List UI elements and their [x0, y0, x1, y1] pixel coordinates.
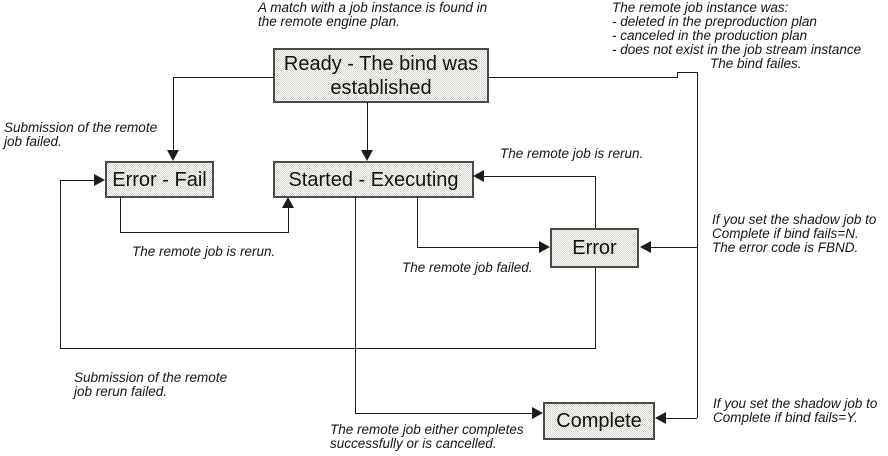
annotation-match-found: A match with a job instance is found in … — [258, 0, 488, 29]
line-segment — [595, 176, 596, 228]
line-segment — [651, 247, 697, 248]
line-segment — [288, 208, 289, 232]
line-segment — [60, 180, 61, 348]
line-segment — [60, 180, 94, 181]
annotation-job-completes: The remote job either completes successf… — [330, 422, 524, 451]
line-segment — [120, 232, 289, 233]
node-complete: Complete — [543, 402, 655, 440]
line-segment — [355, 197, 356, 413]
arrowhead-right-icon — [539, 241, 550, 253]
node-started-executing: Started - Executing — [273, 161, 474, 198]
line-segment — [60, 348, 596, 349]
arrowhead-right-icon — [532, 407, 543, 419]
line-segment — [120, 197, 121, 232]
node-ready: Ready - The bind was established — [273, 48, 489, 103]
node-error-fail: Error - Fail — [105, 161, 214, 198]
arrowhead-left-icon — [640, 241, 651, 253]
line-segment — [173, 77, 273, 78]
line-segment — [666, 418, 697, 419]
arrowhead-right-icon — [94, 174, 105, 186]
annotation-job-failed: The remote job failed. — [402, 260, 533, 275]
line-segment — [367, 102, 368, 150]
arrowhead-down-icon — [361, 150, 373, 161]
line-segment — [595, 268, 596, 348]
annotation-shadow-bind-fails-n: If you set the shadow job to Complete if… — [712, 212, 877, 255]
annotation-remote-instance-was: The remote job instance was: - deleted i… — [612, 0, 862, 57]
node-error: Error — [550, 228, 639, 268]
line-segment — [355, 413, 532, 414]
line-segment — [677, 72, 678, 77]
annotation-shadow-bind-fails-y: If you set the shadow job to Complete if… — [713, 396, 878, 425]
annotation-rerun-submission-failed: Submission of the remote job rerun faile… — [74, 370, 228, 399]
line-segment — [697, 72, 698, 418]
arrowhead-left-icon — [655, 412, 666, 424]
annotation-rerun-left: The remote job is rerun. — [132, 244, 276, 259]
annotation-submission-failed: Submission of the remote job failed. — [4, 120, 158, 149]
arrowhead-down-icon — [167, 150, 179, 161]
line-segment — [488, 77, 678, 78]
line-segment — [484, 176, 595, 177]
annotation-bind-fails: The bind failes. — [710, 56, 802, 71]
arrowhead-left-icon — [473, 170, 484, 182]
line-segment — [173, 77, 174, 150]
line-segment — [677, 72, 697, 73]
line-segment — [417, 197, 418, 247]
annotation-rerun-right: The remote job is rerun. — [500, 146, 644, 161]
line-segment — [417, 247, 539, 248]
arrowhead-up-icon — [282, 197, 294, 208]
